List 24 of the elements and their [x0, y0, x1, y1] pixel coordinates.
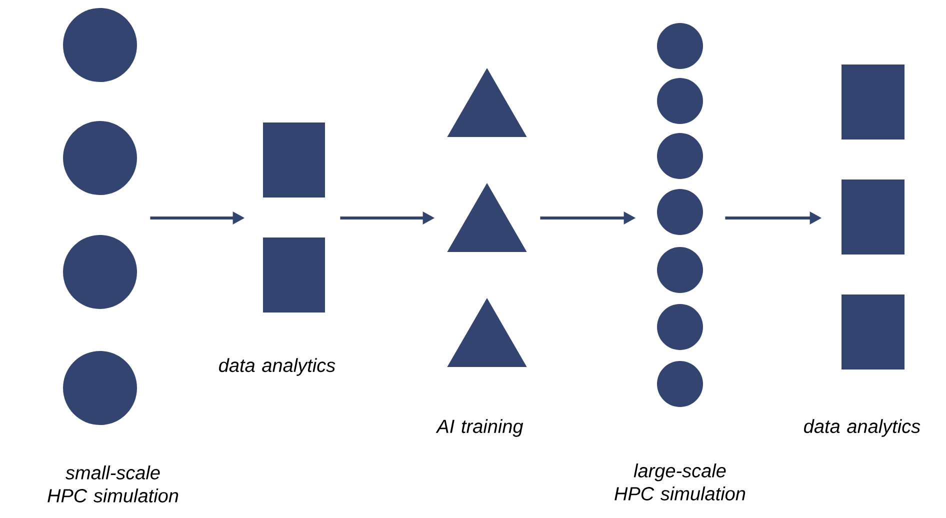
column-label: AI training [436, 419, 524, 437]
circle [63, 121, 137, 195]
square [842, 180, 904, 254]
square [842, 294, 904, 370]
column-label: large-scale HPC simulation [614, 464, 746, 500]
circle [63, 351, 137, 425]
triangle [447, 183, 527, 252]
circle [63, 235, 137, 309]
circle [63, 8, 137, 82]
column-label: data analytics [219, 358, 336, 376]
column-label: data analytics [804, 419, 920, 437]
square [842, 64, 904, 140]
triangle [447, 68, 527, 137]
square [263, 238, 325, 312]
circle [657, 361, 703, 407]
circle [657, 189, 703, 235]
circle [657, 78, 703, 124]
triangle [447, 298, 527, 367]
circle [657, 247, 703, 293]
circle [657, 23, 703, 69]
column-label: small-scale HPC simulation [48, 466, 178, 502]
circle [657, 133, 703, 179]
circle [657, 304, 703, 350]
square [263, 122, 325, 198]
